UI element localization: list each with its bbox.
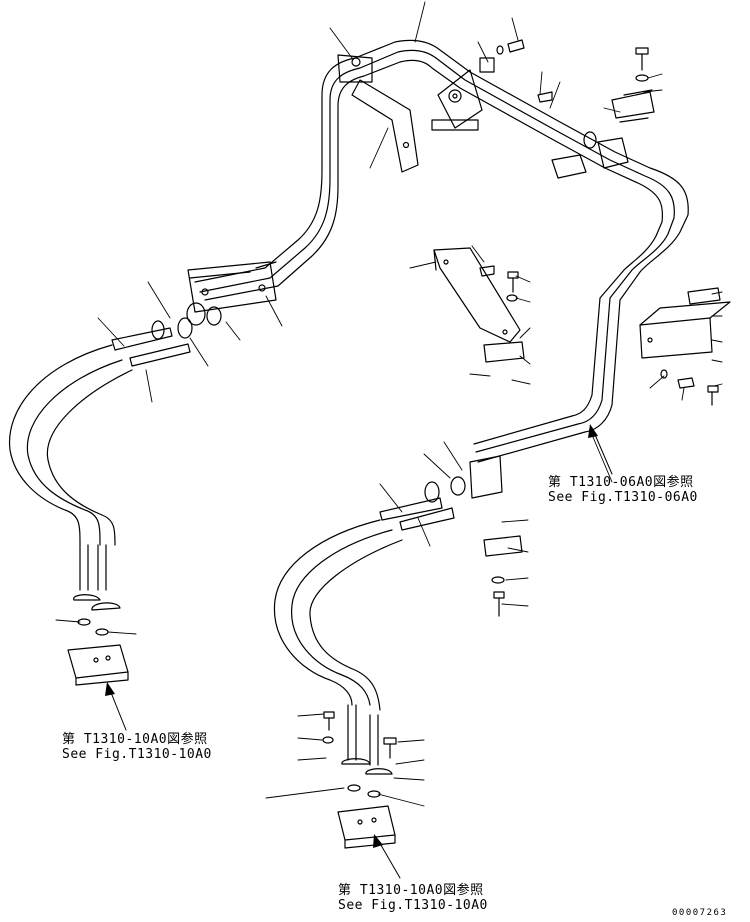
reference-note-bottom-en: See Fig.T1310-10A0 xyxy=(338,898,488,913)
arrow-head-right xyxy=(588,424,598,438)
reference-note-bottom-jp: 第 T1310-10A0図参照 xyxy=(338,883,484,898)
reference-arrows xyxy=(109,429,613,879)
middle-bracket xyxy=(433,247,525,363)
right-clamp-block xyxy=(551,91,655,179)
upper-loop-pipes xyxy=(194,39,689,463)
top-flange-bracket xyxy=(431,57,495,131)
reference-note-left-en: See Fig.T1310-10A0 xyxy=(62,747,212,762)
reference-note-right-en: See Fig.T1310-06A0 xyxy=(548,490,698,505)
arrow-head-bottom xyxy=(373,834,383,848)
reference-note-bottom: 第 T1310-10A0図参照 See Fig.T1310-10A0 xyxy=(338,883,488,913)
reference-note-left-jp: 第 T1310-10A0図参照 xyxy=(62,732,208,747)
bolts-and-washers xyxy=(322,39,719,759)
left-bracket xyxy=(187,261,277,313)
drawing-id: 00007263 xyxy=(672,908,728,918)
reference-note-right: 第 T1310-06A0図参照 See Fig.T1310-06A0 xyxy=(548,475,698,505)
upper-bracket xyxy=(337,54,419,173)
right-side-bracket xyxy=(639,287,731,359)
arrow-head-left xyxy=(105,682,115,696)
reference-note-right-jp: 第 T1310-06A0図参照 xyxy=(548,475,694,490)
reference-note-left: 第 T1310-10A0図参照 See Fig.T1310-10A0 xyxy=(62,732,212,762)
lower-hose-assembly xyxy=(273,455,503,849)
left-hose-assembly xyxy=(8,302,222,686)
leader-lines xyxy=(55,1,723,807)
